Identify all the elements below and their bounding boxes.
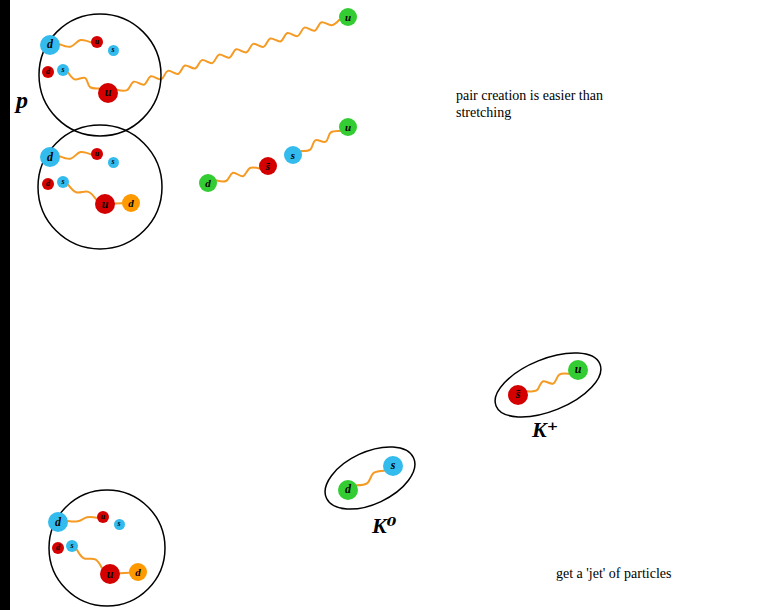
color-string (120, 572, 129, 575)
color-string (60, 40, 91, 47)
quark-letter: d (128, 198, 134, 209)
quark-letter: u (102, 198, 109, 210)
meson-ellipse: s̄uK⁺ (490, 350, 606, 420)
quark-letter: s (70, 542, 73, 550)
color-string (527, 374, 569, 392)
quark-letter: s (391, 459, 396, 472)
quark-ball: u (95, 194, 115, 214)
color-string (60, 152, 91, 159)
particle-label: K⁺ (532, 418, 558, 442)
color-string (68, 185, 96, 200)
proton-outline (39, 14, 161, 136)
quark-letter: d (46, 180, 50, 188)
quark-letter: u (105, 86, 112, 99)
quark-letter: s (111, 158, 114, 166)
meson-ellipse: dsK⁰ (320, 446, 420, 510)
quark-letter: d (47, 38, 53, 51)
meson-outline (320, 446, 420, 510)
proton-circle: dusdsup (38, 13, 162, 137)
quark-ball: u (98, 83, 118, 103)
note-text: pair creation is easier than stretching (456, 88, 621, 122)
proton-outline (38, 13, 162, 137)
quark-ball: u (100, 564, 120, 584)
quark-ball: s (57, 176, 69, 188)
quark-letter: u (107, 568, 114, 580)
quark-ball: d (338, 480, 358, 500)
color-string (68, 517, 97, 521)
quark-ball: u (97, 511, 109, 523)
quark-ball: d (122, 194, 140, 212)
quark-ball: u (568, 360, 588, 380)
quark-ball: s (383, 456, 403, 476)
quark-letter: u (95, 38, 99, 47)
quark-ball: d (129, 563, 147, 581)
meson-outline (490, 350, 606, 420)
quark-ball: s (108, 45, 119, 56)
quark-letter: u (95, 150, 99, 158)
particle-label: K⁰ (372, 514, 396, 538)
quark-ball: u (339, 118, 357, 136)
quark-ball: s̄ (508, 385, 528, 405)
background-panel (10, 0, 784, 610)
proton-outline (49, 490, 165, 606)
quark-ball: d (42, 66, 54, 78)
quark-letter: u (345, 122, 351, 133)
meson-outline (316, 434, 425, 522)
quark-ball: s (114, 519, 125, 530)
quark-ball: d (199, 174, 217, 192)
quark-letter: s (291, 150, 295, 161)
quark-ball: s (66, 540, 78, 552)
quark-letter: u (575, 363, 582, 376)
quark-ball: d (40, 35, 60, 55)
color-string (118, 20, 340, 91)
quark-ball: d (48, 512, 68, 532)
color-string (217, 168, 260, 182)
quark-ball: u (91, 36, 103, 48)
color-string (68, 73, 99, 89)
note-text: get a 'jet' of particles (556, 566, 671, 583)
quark-letter: d (345, 483, 351, 496)
quark-letter: d (135, 567, 141, 578)
meson-outline (486, 340, 609, 430)
quark-ball: s (57, 64, 69, 76)
quark-ball: u (339, 8, 357, 26)
quark-letter: s̄ (516, 388, 521, 401)
quark-ball: u (91, 148, 103, 160)
quark-ball: s (108, 157, 119, 168)
quark-letter: s (111, 46, 114, 55)
quark-letter: u (101, 513, 105, 521)
quark-ball: d (52, 542, 64, 554)
quark-letter: d (205, 178, 211, 189)
quark-letter: u (345, 12, 351, 23)
quark-letter: s (117, 520, 120, 528)
quark-ball: d (42, 178, 54, 190)
quark-letter: s (61, 66, 64, 75)
color-string (301, 131, 340, 151)
quark-letter: d (47, 151, 53, 163)
color-string (115, 202, 122, 204)
quark-ball: s̄ (259, 157, 277, 175)
particle-label: p (16, 87, 28, 113)
color-string (77, 550, 102, 569)
quark-letter: d (46, 68, 50, 77)
proton-outline (38, 125, 162, 249)
quark-letter: s̄ (266, 161, 270, 172)
quark-letter: d (56, 544, 60, 552)
quark-letter: s (61, 178, 64, 186)
quark-letter: d (55, 516, 61, 528)
color-string (357, 471, 384, 486)
quark-ball: s (284, 146, 302, 164)
quark-ball: d (40, 147, 60, 167)
